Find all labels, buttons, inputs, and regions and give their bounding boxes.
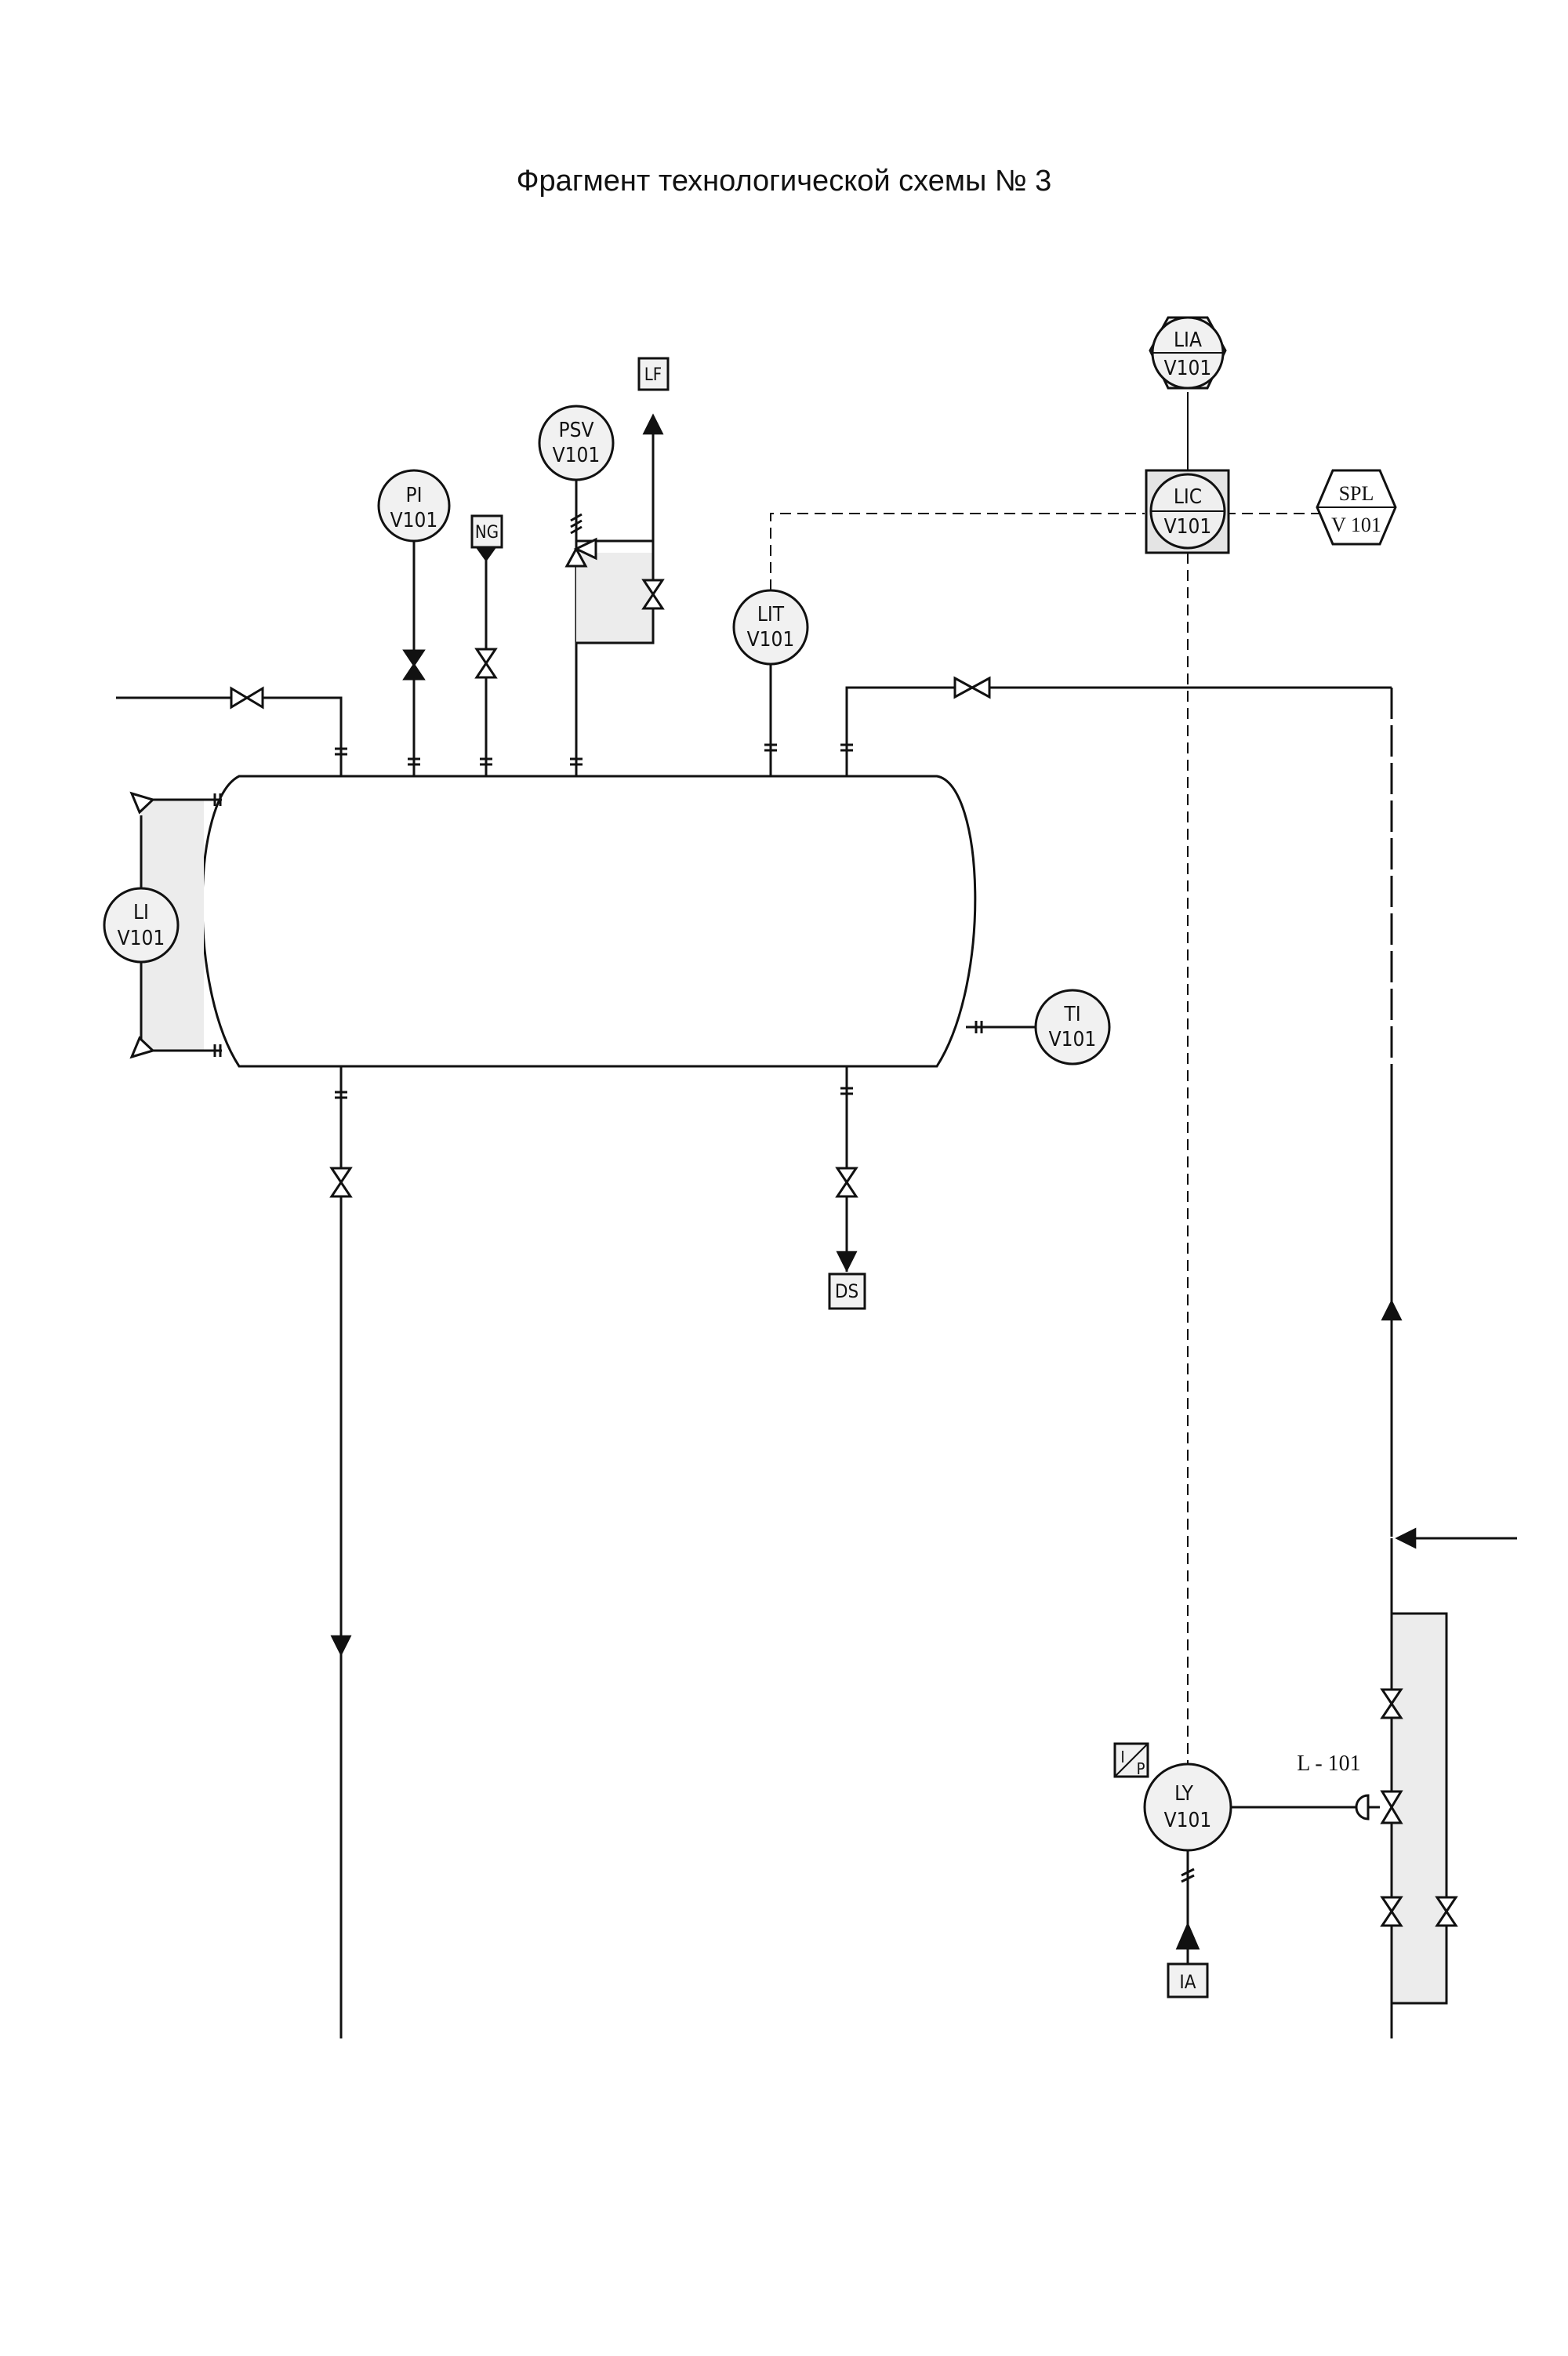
lic-tag: LIC [1174,485,1202,509]
ly-tag: LY [1174,1782,1194,1806]
pi-branch [377,469,451,776]
lia-num: V101 [1164,357,1212,380]
li-num: V101 [118,927,165,950]
lit-num: V101 [747,628,795,652]
diagram-title: Фрагмент технологической схемы № 3 [516,165,1052,198]
ly-num: V101 [1164,1809,1212,1832]
pi-num: V101 [390,509,438,532]
ti-bubble [1034,989,1111,1065]
ip-bottom: P [1137,1759,1145,1778]
spl-num: V 101 [1331,514,1381,536]
lf-label: LF [644,365,662,385]
psv-bypass-valve [641,579,665,610]
lic-num: V101 [1164,515,1212,539]
return-line [840,676,1403,1537]
lic-symbol [1145,469,1230,554]
ng-valve [474,648,498,679]
psv-tag: PSV [559,419,594,442]
bottom-outlet-left [329,1066,353,2038]
ly-bubble [1143,1762,1232,1852]
li-bubble [103,887,180,964]
psv-valve [564,537,597,568]
valve-tag-l101: L - 101 [1297,1752,1360,1776]
ng-branch [470,514,503,776]
ip-top: I [1120,1748,1124,1766]
bottom-left-valve [329,1167,353,1198]
ia-label: IA [1179,1971,1196,1993]
inlet-line [116,686,347,776]
cv-control-valve [1348,1790,1403,1824]
li-tag: LI [133,901,149,924]
spl-symbol [1316,469,1397,546]
psv-branch [538,357,670,776]
ti-branch [966,989,1111,1065]
return-valve [953,676,991,699]
bypass-valve [1435,1896,1458,1927]
pi-tag: PI [406,484,423,507]
ng-box [470,514,503,549]
ia-box [1167,1962,1209,1998]
ly-assembly [1113,1742,1348,1998]
vessel-v101 [201,775,977,1068]
inlet-valve [230,686,264,710]
psv-bubble [538,405,615,481]
lit-tag: LIT [757,603,785,626]
lia-tag: LIA [1174,329,1202,352]
ds-box [828,1272,866,1310]
psv-num: V101 [553,444,601,467]
control-valve-station [1348,1527,1517,2038]
lit-bubble [732,589,809,666]
lf-box [637,357,670,391]
spl-tag: SPL [1339,482,1374,505]
drain-valve [835,1167,858,1198]
ds-label: DS [835,1280,858,1302]
drain-branch [828,1066,866,1310]
ti-num: V101 [1049,1028,1097,1051]
cv-valve-upper [1380,1688,1403,1719]
pi-valve [402,649,426,681]
signal-lines [770,513,1325,1764]
li-assembly [103,791,222,1059]
pi-bubble [377,469,451,543]
ti-tag: TI [1063,1003,1080,1026]
ng-label: NG [475,523,499,543]
lia-symbol [1149,316,1227,390]
cv-valve-lower [1380,1896,1403,1927]
